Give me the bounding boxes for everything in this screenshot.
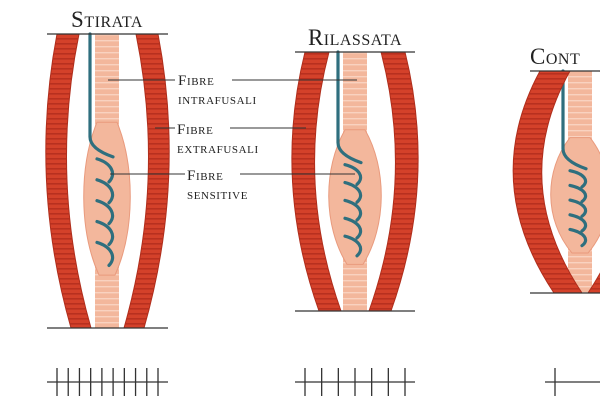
extrafusal-fiber-right: [123, 33, 170, 329]
panel-title-stirata: Stirata: [71, 7, 143, 32]
spindle-capsule: [83, 121, 131, 276]
label-fibre-intrafusali: Fibre intrafusali: [108, 73, 357, 108]
sensory-nerve-fiber: [561, 69, 588, 248]
sensory-nerve-fiber: [88, 32, 115, 268]
panel-title-contratta: Cont: [530, 44, 580, 69]
muscle-panel-3: [512, 69, 600, 396]
panel-title-rilassata: Rilassata: [308, 25, 402, 50]
label-line1: Fibre: [178, 73, 214, 89]
label-fibre-sensitive: Fibre sensitive: [110, 168, 355, 203]
label-line1: Fibre: [187, 168, 223, 184]
label-line2: intrafusali: [178, 92, 257, 108]
label-line2: sensitive: [187, 187, 248, 203]
label-line2: extrafusali: [177, 141, 259, 157]
spindle-capsule: [328, 129, 382, 265]
sensory-nerve-fiber: [336, 50, 363, 258]
label-fibre-extrafusali: Fibre extrafusali: [155, 122, 306, 157]
label-line1: Fibre: [177, 122, 213, 138]
muscle-panel-2: [291, 50, 419, 396]
muscle-panel-1: [45, 32, 170, 396]
spindle-capsule: [550, 137, 600, 254]
